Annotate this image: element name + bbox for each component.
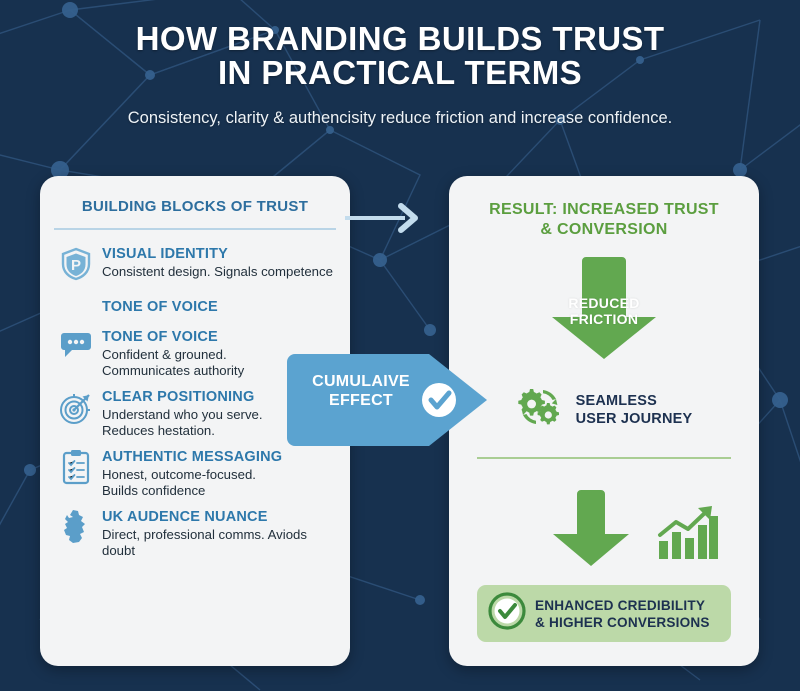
gears-icon (516, 385, 564, 434)
seamless-line2: USER JOURNEY (575, 410, 693, 427)
list-item-title: UK AUDENCE NUANCE (102, 509, 268, 525)
cumulative-effect-arrow[interactable]: CUMULAIVE EFFECT (279, 350, 495, 450)
outcome-line1: ENHANCED CREDIBILITY (535, 597, 706, 613)
outcome-pill-label: ENHANCED CREDIBILITY & HIGHER CONVERSION… (535, 597, 710, 631)
list-item-title: VISUAL IDENTITY (102, 246, 228, 262)
clipboard-checklist-icon (58, 449, 94, 485)
uk-map-icon (58, 509, 94, 545)
list-item-desc: Consistent design. Signals competence (102, 264, 333, 279)
list-item-text: AUTHENTIC MESSAGING Honest, outcome-focu… (102, 447, 282, 498)
list-item-desc: Confident & grouned. Communicates author… (102, 347, 245, 378)
list-item-title: AUTHENTIC MESSAGING (102, 449, 283, 465)
list-item-title: TONE OF VOICE (102, 329, 218, 345)
seamless-user-journey-row: SEAMLESS USER JOURNEY (449, 385, 759, 434)
list-item-text: TONE OF VOICE Confident & grouned. Commu… (102, 327, 244, 378)
reduced-friction-arrow: REDUCED FRICTION (449, 255, 759, 365)
reduced-friction-label: REDUCED FRICTION (449, 295, 759, 327)
speech-bubble-icon (58, 329, 94, 365)
growth-bar-chart-icon (658, 506, 718, 559)
list-item-text: UK AUDENCE NUANCE Direct, professional c… (102, 507, 336, 558)
page-title-line2: IN PRACTICAL TERMS (217, 54, 583, 91)
cumulative-effect-line2: EFFECT (328, 392, 394, 409)
list-item[interactable]: AUTHENTIC MESSAGING Honest, outcome-focu… (40, 447, 350, 498)
svg-text:P: P (71, 257, 81, 274)
reduced-friction-line2: FRICTION (569, 311, 639, 327)
list-item[interactable]: TONE OF VOICE Confident & grouned. Commu… (40, 327, 350, 378)
cumulative-effect-label: CUMULAIVE EFFECT (301, 372, 421, 410)
list-item-text: VISUAL IDENTITY Consistent design. Signa… (102, 244, 333, 280)
page-title: HOW BRANDING BUILDS TRUST IN PRACTICAL T… (0, 0, 800, 90)
reduced-friction-line1: REDUCED (568, 295, 640, 311)
header: HOW BRANDING BUILDS TRUST IN PRACTICAL T… (0, 0, 800, 128)
seamless-line1: SEAMLESS (575, 392, 657, 409)
arrow-right-icon (345, 203, 418, 233)
list-item-text: CLEAR POSITIONING Understand who you ser… (102, 387, 263, 438)
right-card-heading: RESULT: INCREASED TRUST & CONVERSION (449, 176, 759, 240)
check-circle-icon (487, 591, 527, 636)
right-card-heading-line1: RESULT: INCREASED TRUST (489, 201, 719, 218)
seamless-user-journey-label: SEAMLESS USER JOURNEY (576, 392, 693, 428)
list-item-desc: Honest, outcome-focused. Builds confiden… (102, 467, 256, 498)
list-item-desc: Direct, professional comms. Aviods doubt (102, 527, 307, 558)
orphan-tone-of-voice-label: TONE OF VOICE (102, 299, 218, 315)
shield-p-icon: P (58, 246, 94, 282)
cumulative-effect-line1: CUMULAIVE (312, 373, 410, 390)
list-item[interactable]: P VISUAL IDENTITY Consistent design. Sig… (40, 244, 350, 282)
target-arrow-icon (58, 389, 94, 425)
page-title-line1: HOW BRANDING BUILDS TRUST (135, 20, 665, 57)
building-blocks-list: P VISUAL IDENTITY Consistent design. Sig… (40, 230, 350, 558)
right-card-divider (477, 457, 731, 459)
list-item-desc: Understand who you serve. Reduces hestat… (102, 407, 263, 438)
left-card-divider (54, 228, 336, 230)
right-card-heading-line2: & CONVERSION (540, 221, 668, 238)
page-subtitle: Consistency, clarity & authencisity redu… (127, 109, 673, 127)
list-item-title: CLEAR POSITIONING (102, 389, 255, 405)
list-item[interactable]: UK AUDENCE NUANCE Direct, professional c… (40, 507, 350, 558)
outcome-line2: & HIGHER CONVERSIONS (535, 614, 710, 630)
arrow-down-icon (553, 490, 629, 566)
list-item[interactable]: CLEAR POSITIONING Understand who you ser… (40, 387, 350, 438)
left-card-heading: BUILDING BLOCKS OF TRUST (81, 198, 309, 215)
outcome-pill[interactable]: ENHANCED CREDIBILITY & HIGHER CONVERSION… (477, 585, 731, 642)
